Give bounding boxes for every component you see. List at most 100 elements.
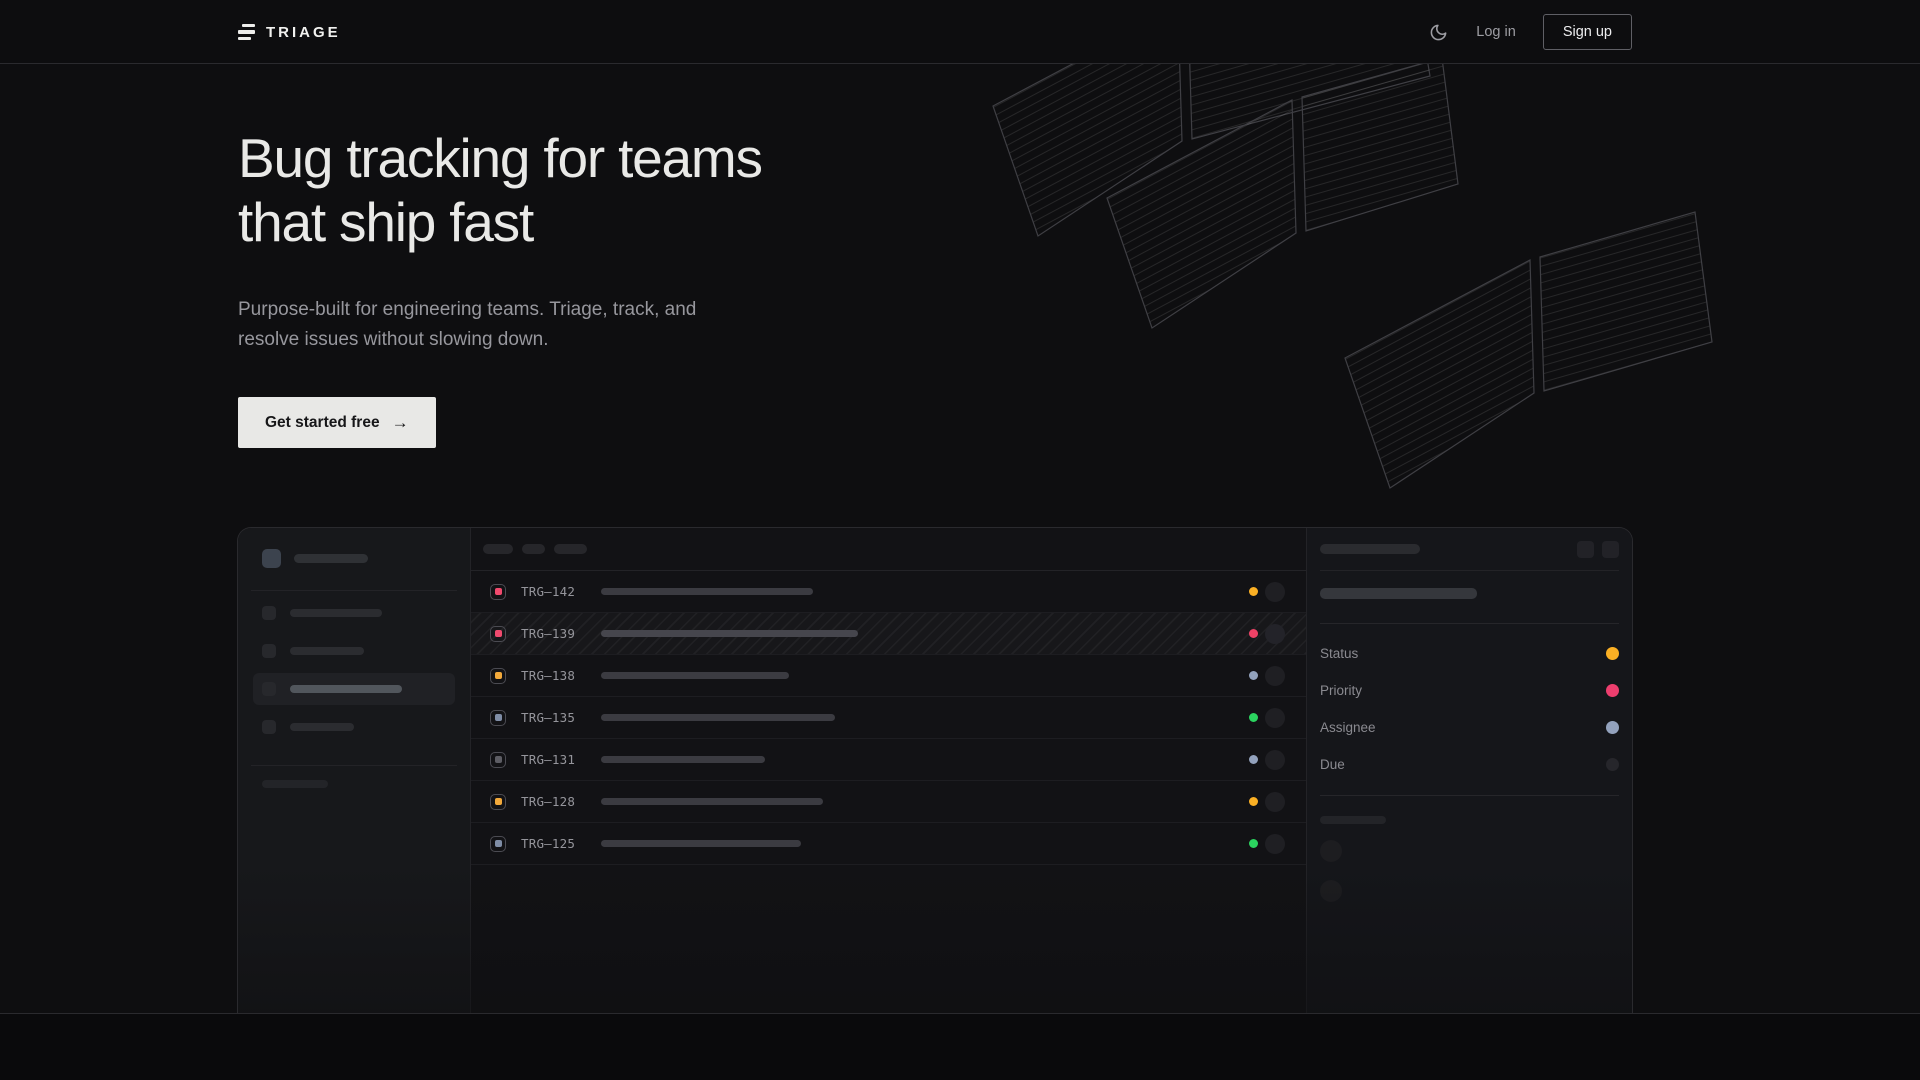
triage-logo-icon (238, 24, 255, 40)
sidebar-item-icon (262, 644, 276, 658)
issue-id: TRG–138 (521, 668, 576, 683)
avatar (1265, 707, 1285, 728)
issue-title-skeleton (601, 840, 801, 847)
hero-subtitle: Purpose-built for engineering teams. Tri… (238, 299, 697, 350)
filter-skeleton (483, 544, 513, 554)
status-dot (1249, 797, 1258, 806)
detail-field-assignee: Assignee (1320, 709, 1619, 746)
issue-row: TRG–125 (471, 823, 1306, 865)
status-dot (1249, 755, 1258, 764)
avatar (1265, 749, 1285, 770)
workspace-name-skeleton (294, 554, 368, 563)
section-label-skeleton (1320, 816, 1386, 824)
issue-title-skeleton (601, 672, 789, 679)
issue-id: TRG–125 (521, 836, 576, 851)
issue-type-icon (490, 667, 506, 684)
detail-field-status: Status (1320, 635, 1619, 672)
issue-type-icon (490, 583, 506, 600)
arrow-right-icon: → (391, 412, 409, 432)
top-nav: TRIAGE Log in Sign up (0, 0, 1920, 64)
issue-type-icon (490, 751, 506, 768)
issue-id: TRG–131 (521, 752, 576, 767)
workspace-row (253, 549, 455, 568)
issue-row: TRG–139 (471, 613, 1306, 655)
issue-row: TRG–138 (471, 655, 1306, 697)
get-started-button[interactable]: Get started free → (238, 397, 436, 448)
field-value-dot (1606, 721, 1619, 734)
issue-type-icon (490, 793, 506, 810)
field-value-dot (1606, 647, 1619, 660)
cta-label: Get started free (265, 413, 380, 431)
sidebar-item-active (253, 673, 455, 705)
divider (251, 765, 457, 766)
detail-field-due: Due (1320, 746, 1619, 783)
issue-row: TRG–142 (471, 571, 1306, 613)
divider (1320, 623, 1619, 624)
title-line-2: that ship fast (238, 191, 534, 253)
page-title: Bug tracking for teams that ship fast (238, 126, 763, 254)
brand[interactable]: TRIAGE (238, 24, 341, 41)
field-value-dot (1606, 758, 1619, 771)
issue-title-skeleton (601, 714, 835, 721)
detail-title-skeleton (1320, 544, 1420, 554)
divider (1320, 795, 1619, 796)
moon-icon (1430, 24, 1447, 40)
detail-header (1320, 528, 1619, 571)
status-dot (1249, 587, 1258, 596)
issue-row: TRG–135 (471, 697, 1306, 739)
sidebar-item (253, 635, 455, 667)
field-label: Assignee (1320, 720, 1376, 735)
preview-sidebar (238, 528, 471, 1014)
sidebar-item (253, 711, 455, 743)
footer-section (0, 1014, 1920, 1080)
field-label: Status (1320, 646, 1359, 661)
sidebar-item-icon (262, 682, 276, 696)
detail-field-priority: Priority (1320, 672, 1619, 709)
signup-button[interactable]: Sign up (1542, 14, 1632, 50)
filter-skeleton (522, 544, 545, 554)
avatar (1265, 833, 1285, 854)
issue-row: TRG–131 (471, 739, 1306, 781)
filter-skeleton (554, 544, 587, 554)
theme-toggle[interactable] (1427, 21, 1449, 43)
issue-title-skeleton (601, 630, 858, 637)
field-label: Due (1320, 757, 1345, 772)
issue-title-skeleton (601, 756, 765, 763)
panel-action-icon (1577, 540, 1594, 558)
brand-name: TRIAGE (266, 23, 341, 41)
sidebar-item-icon (262, 720, 276, 734)
issue-row: TRG–128 (471, 781, 1306, 823)
login-link[interactable]: Log in (1476, 24, 1516, 40)
issue-id: TRG–139 (521, 626, 576, 641)
divider (251, 590, 457, 591)
issue-type-icon (490, 709, 506, 726)
sidebar-item-icon (262, 606, 276, 620)
list-toolbar (471, 528, 1306, 571)
issue-type-icon (490, 835, 506, 852)
issue-title-skeleton (1320, 588, 1477, 599)
avatar (1265, 665, 1285, 686)
comment-avatar-skeleton (1320, 840, 1342, 862)
avatar (1265, 581, 1285, 602)
comment-avatar-skeleton (1320, 880, 1342, 902)
status-dot (1249, 671, 1258, 680)
section-label-skeleton (262, 780, 328, 788)
avatar (1265, 791, 1285, 812)
issue-id: TRG–135 (521, 710, 576, 725)
wireframe-graphic (992, 64, 1713, 489)
field-value-dot (1606, 684, 1619, 697)
issue-title-skeleton (601, 798, 823, 805)
avatar (1265, 623, 1285, 644)
issue-title-skeleton (601, 588, 813, 595)
panel-action-icon (1602, 540, 1619, 558)
status-dot (1249, 629, 1258, 638)
sidebar-item (253, 597, 455, 629)
issue-type-icon (490, 625, 506, 642)
status-dot (1249, 839, 1258, 848)
